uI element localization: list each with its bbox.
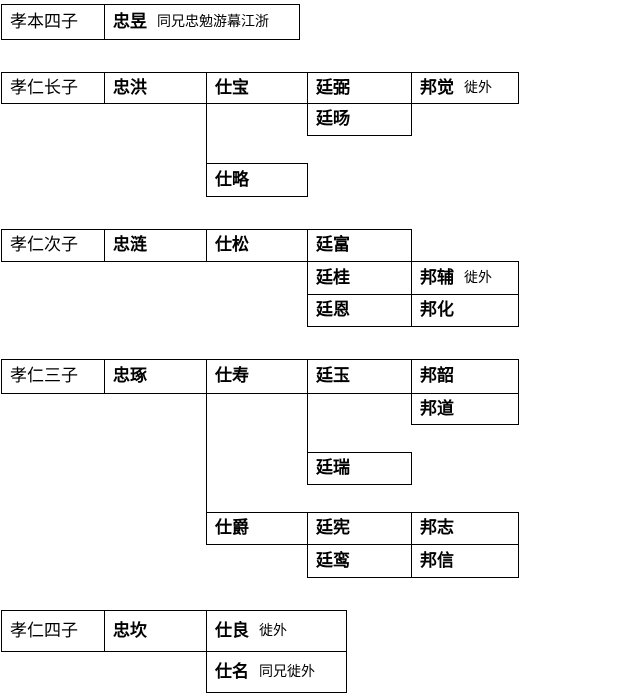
generation-label: 孝仁长子	[1, 72, 105, 104]
person-name: 邦辅	[420, 267, 454, 288]
person-cell: 忠涟	[104, 229, 207, 262]
person-cell: 廷瑞	[307, 452, 412, 485]
person-note: 同兄徙外	[259, 664, 315, 680]
person-cell: 忠琢	[104, 359, 207, 394]
person-note: 徙外	[464, 270, 492, 286]
person-name: 仕良	[215, 620, 249, 641]
generation-label: 孝仁次子	[1, 229, 105, 262]
person-cell: 廷玉	[307, 359, 412, 394]
person-cell: 仕爵	[206, 512, 308, 545]
person-cell: 忠昱 同兄忠勉游幕江浙	[104, 4, 300, 40]
person-cell: 廷恩	[307, 294, 412, 327]
person-cell: 廷鸾	[307, 544, 412, 578]
person-name: 仕名	[215, 661, 249, 682]
person-note: 同兄忠勉游幕江浙	[157, 14, 269, 30]
person-cell: 仕宝	[206, 72, 308, 104]
person-cell: 忠洪	[104, 72, 207, 104]
person-note: 徙外	[259, 623, 287, 639]
person-name: 忠昱	[113, 11, 147, 32]
person-cell: 廷桂	[307, 261, 412, 295]
person-cell: 廷富	[307, 229, 412, 262]
person-cell: 忠坎	[104, 610, 207, 652]
person-cell: 廷旸	[307, 103, 412, 136]
person-cell: 廷宪	[307, 512, 412, 545]
person-cell: 仕良 徙外	[206, 610, 347, 652]
connector-line	[307, 393, 308, 453]
person-cell: 仕略	[206, 163, 308, 197]
connector-line	[206, 393, 207, 514]
generation-label: 孝本四子	[1, 4, 105, 40]
person-cell: 邦辅 徙外	[411, 261, 519, 295]
generation-label: 孝仁四子	[1, 610, 105, 652]
person-cell: 邦信	[411, 544, 519, 578]
person-cell: 廷弼	[307, 72, 412, 104]
generation-label: 孝仁三子	[1, 359, 105, 394]
person-cell: 仕名 同兄徙外	[206, 651, 347, 693]
person-cell: 仕寿	[206, 359, 308, 394]
person-cell: 仕松	[206, 229, 308, 262]
person-cell: 邦觉 徙外	[411, 72, 519, 104]
person-cell: 邦志	[411, 512, 519, 545]
person-name: 邦觉	[420, 77, 454, 98]
person-cell: 邦韶	[411, 359, 519, 394]
person-note: 徙外	[464, 80, 492, 96]
connector-line	[206, 103, 207, 165]
person-cell: 邦化	[411, 294, 519, 327]
person-cell: 邦道	[411, 393, 519, 425]
